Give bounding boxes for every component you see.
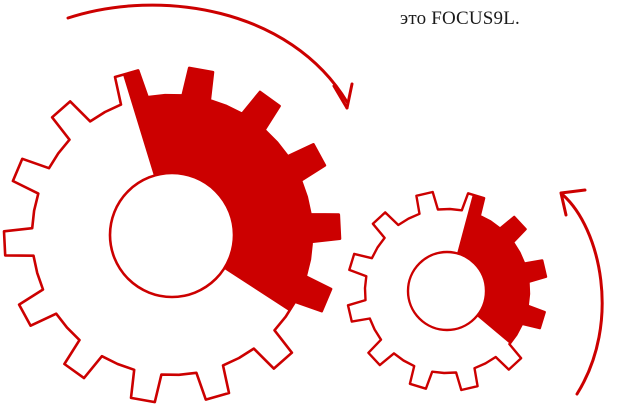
large-gear-icon — [4, 61, 346, 402]
small-gear-icon — [348, 189, 553, 390]
right-curved-arrow-icon — [561, 190, 602, 394]
